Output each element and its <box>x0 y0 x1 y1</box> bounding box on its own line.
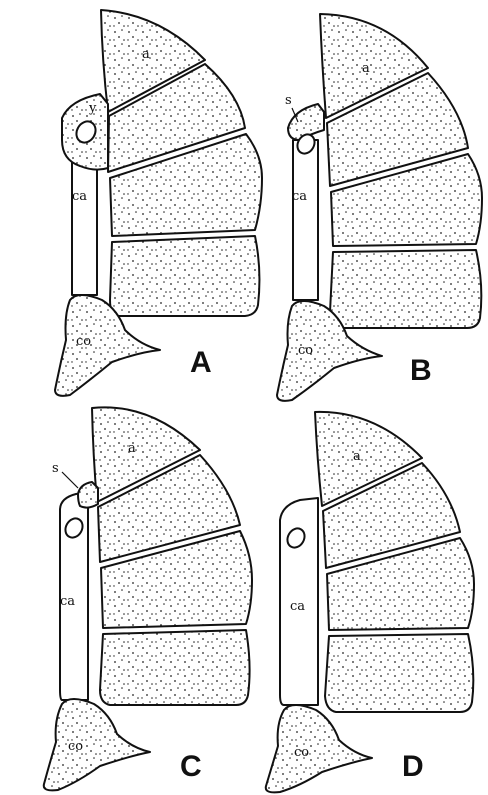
panel-letter-c: C <box>180 750 202 783</box>
panel-letter-a: A <box>190 346 212 379</box>
label-d-column: ca <box>290 599 305 614</box>
label-b-base: co <box>298 343 313 358</box>
small-plate-c <box>78 482 98 508</box>
panel-a: a y ca co A <box>55 10 262 396</box>
label-b-small: s <box>285 93 292 108</box>
panel-c: a s ca co C <box>44 407 252 790</box>
label-d-plate: a <box>353 449 361 464</box>
panel-b: a s ca co B <box>277 14 482 401</box>
label-a-small: y <box>88 101 97 116</box>
label-a-plate: a <box>142 47 150 62</box>
label-c-column: ca <box>60 594 75 609</box>
label-a-column: ca <box>72 189 87 204</box>
label-c-plate: a <box>128 441 136 456</box>
plate-a-4 <box>110 236 259 316</box>
base-d <box>266 705 372 792</box>
label-c-small: s <box>52 461 59 476</box>
panel-letter-b: B <box>410 354 432 387</box>
panel-letter-d: D <box>402 750 424 783</box>
label-a-base: co <box>76 334 91 349</box>
label-b-column: ca <box>292 189 307 204</box>
plate-c-4 <box>100 630 250 705</box>
label-c-base: co <box>68 739 83 754</box>
plate-b-4 <box>330 250 481 328</box>
column-b <box>293 140 318 300</box>
label-b-plate: a <box>362 61 370 76</box>
pointer-c-small <box>62 472 78 488</box>
label-d-base: co <box>294 745 309 760</box>
plate-d-4 <box>325 634 473 712</box>
base-c <box>44 699 150 790</box>
panel-d: a ca co D <box>266 412 474 792</box>
